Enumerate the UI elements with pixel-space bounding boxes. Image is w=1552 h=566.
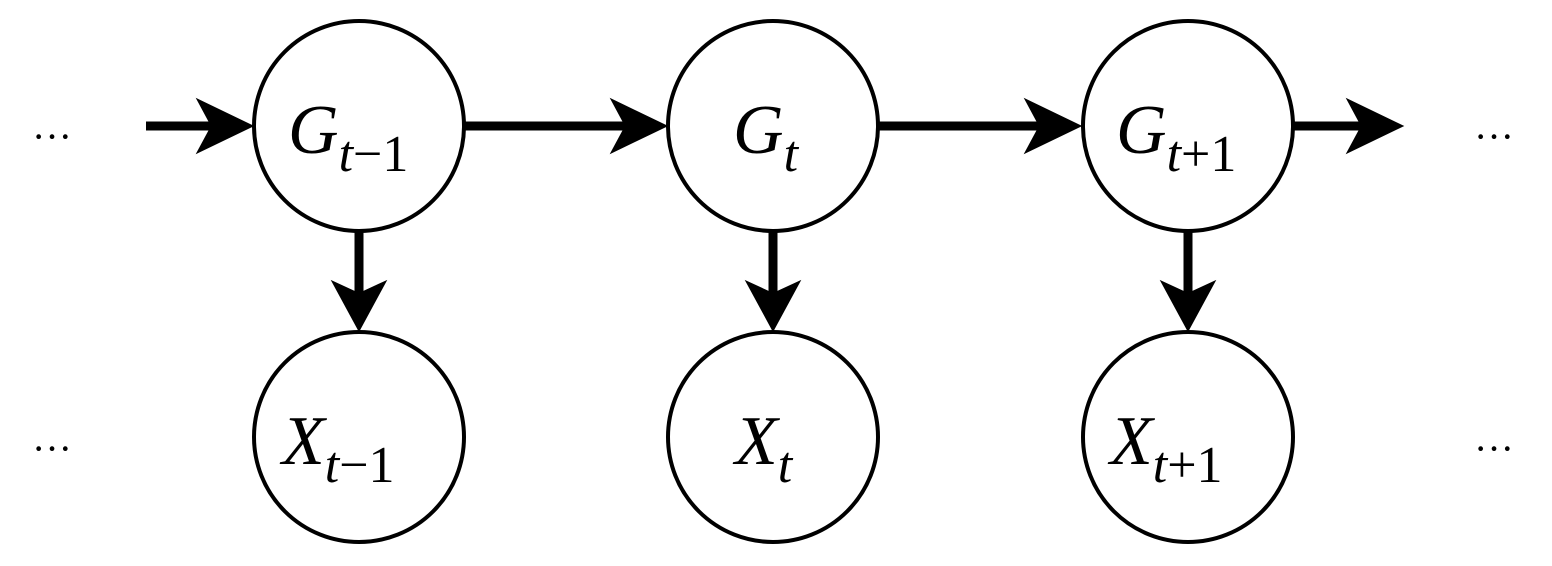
- ellipsis-bottom-right: ···: [1474, 426, 1514, 471]
- edge-ellipsis-to-g-prev: [146, 97, 255, 155]
- node-x-curr: Xt: [666, 330, 880, 544]
- edge-g-next-to-ellipsis: [1294, 97, 1405, 155]
- ellipsis-bottom-left: ···: [32, 426, 72, 471]
- edge-g-next-to-x-next: [1159, 232, 1217, 333]
- node-g-next-label: Gt+1: [1116, 92, 1236, 183]
- node-x-next: Xt+1: [1081, 330, 1295, 544]
- node-x-prev-label: Xt−1: [279, 403, 395, 494]
- ellipsis-top-right: ···: [1474, 114, 1514, 159]
- node-g-prev-label: Gt−1: [288, 92, 408, 183]
- edge-g-prev-to-x-prev: [330, 232, 388, 333]
- node-g-next: Gt+1: [1081, 19, 1295, 233]
- ellipsis-top-left: ···: [32, 114, 72, 159]
- edge-g-prev-to-g-curr: [464, 97, 669, 155]
- node-x-prev: Xt−1: [252, 330, 466, 544]
- node-x-next-label: Xt+1: [1107, 403, 1223, 494]
- edge-g-curr-to-g-next: [879, 97, 1083, 155]
- edge-g-curr-to-x-curr: [744, 232, 802, 333]
- node-g-curr-label: Gt: [733, 92, 800, 183]
- node-g-curr: Gt: [666, 19, 880, 233]
- node-g-prev: Gt−1: [252, 19, 466, 233]
- node-x-curr-label: Xt: [732, 403, 794, 494]
